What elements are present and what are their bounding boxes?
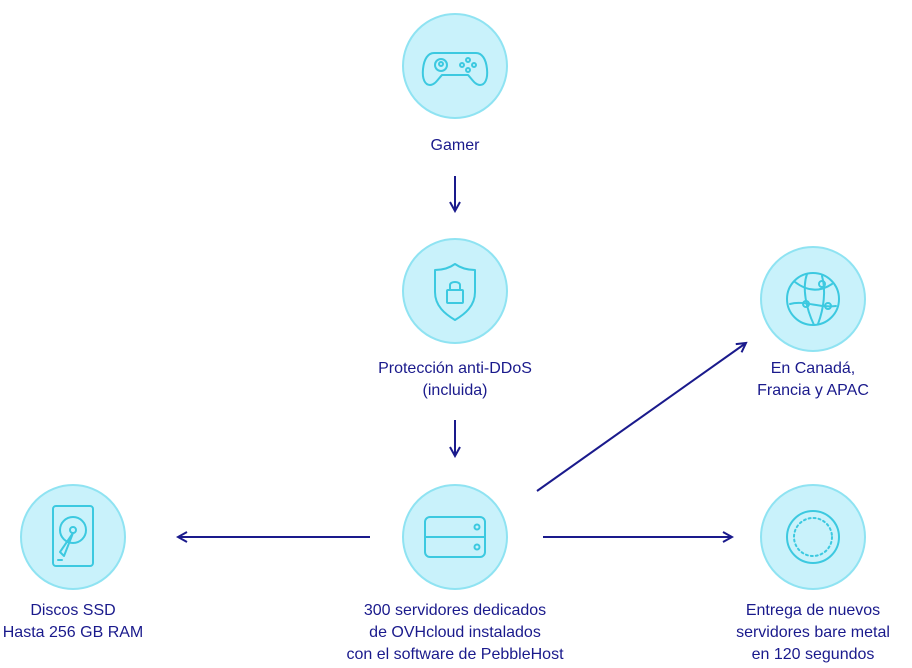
hard-disk-icon [52,505,94,567]
node-gamer-label: Gamer [431,135,480,157]
node-ssd-label-line-1: Discos SSD [30,602,116,619]
node-ssd-circle [20,484,126,590]
node-regions-label-line-1: En Canadá, [770,360,856,377]
node-ssd-label-line-2: Hasta 256 GB RAM [2,624,144,641]
node-delivery-label: Entrega de nuevos servidores bare metal … [736,600,890,666]
node-regions-label: En Canadá, Francia y APAC [757,358,869,402]
arrow-servers-to-regions [536,343,746,492]
node-ddos-label-line-1: Protección anti-DDoS [378,360,532,377]
gamepad-icon [421,52,489,86]
node-ddos-circle [402,238,508,344]
shield-lock-icon [434,263,476,321]
node-gamer-label-line-1: Gamer [430,137,480,154]
node-servers-label: 300 servidores dedicados de OVHcloud ins… [346,600,563,666]
node-servers-circle [402,484,508,590]
node-delivery-label-line-3: en 120 segundos [751,646,875,663]
node-delivery-label-line-1: Entrega de nuevos [745,602,881,619]
globe-network-icon [786,272,840,326]
speed-dial-icon [786,510,840,564]
node-regions-label-line-2: Francia y APAC [757,382,869,399]
node-ddos-label: Protección anti-DDoS (incluida) [378,358,532,402]
node-ddos-label-line-2: (incluida) [422,382,488,399]
node-servers-label-line-2: de OVHcloud instalados [369,624,541,641]
node-ssd-label: Discos SSD Hasta 256 GB RAM [3,600,144,644]
node-delivery-label-line-2: servidores bare metal [736,624,890,641]
node-servers-label-line-1: 300 servidores dedicados [363,602,547,619]
node-delivery-circle [760,484,866,590]
node-servers-label-line-3: con el software de PebbleHost [346,646,564,663]
server-icon [424,516,486,558]
node-gamer-circle [402,13,508,119]
node-regions-circle [760,246,866,352]
